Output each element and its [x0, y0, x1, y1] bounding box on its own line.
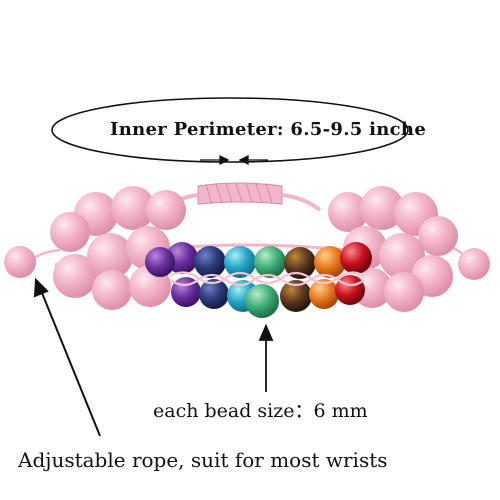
- weave-cords: [169, 271, 365, 287]
- chakra-beads-bottom: [171, 275, 365, 318]
- inner-perimeter-label: Inner Perimeter: 6.5-9.5 inche: [110, 119, 427, 140]
- rope-arrow: [33, 277, 101, 437]
- chakra-beads-top: [145, 242, 372, 279]
- perimeter-ellipse: [51, 97, 409, 163]
- perimeter-arrows: [200, 154, 268, 166]
- bead-size-arrow: [258, 323, 274, 392]
- adjustable-rope-label: Adjustable rope, suit for most wrists: [18, 448, 388, 472]
- left-pink-beads: [4, 186, 186, 310]
- right-pink-beads: [328, 186, 490, 312]
- bead-size-label: each bead size：6 mm: [153, 400, 368, 422]
